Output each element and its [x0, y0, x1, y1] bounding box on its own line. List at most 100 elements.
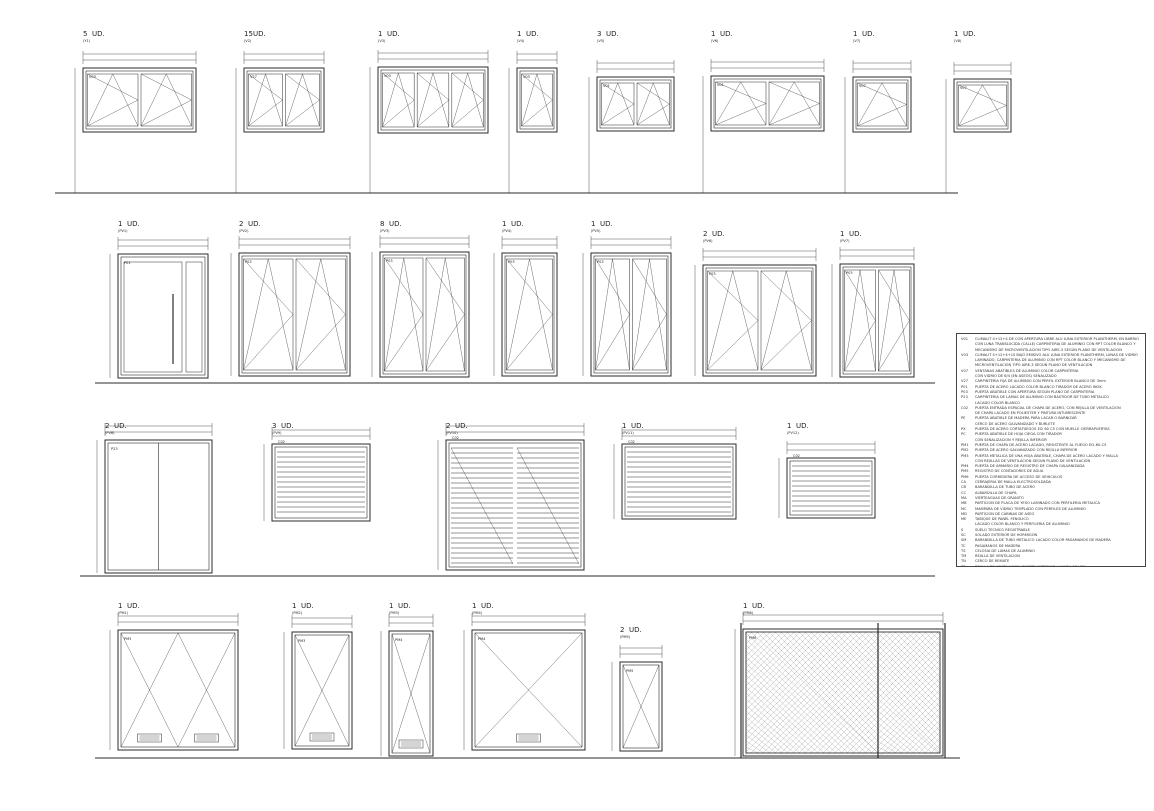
mesh-line — [745, 746, 759, 754]
unit-ud-label: UD. — [606, 30, 619, 38]
inner-frame — [624, 446, 734, 517]
unit-ud-label: UD. — [387, 30, 400, 38]
mesh-line — [877, 656, 941, 720]
opening-line — [529, 258, 553, 371]
opening-line — [248, 73, 266, 127]
element-code: P01 — [124, 261, 131, 265]
unit-ud-label: UD. — [253, 30, 266, 38]
inner-frame — [85, 70, 194, 130]
legend-text: LAMINADO, CARPINTERIA DE ALUMINIO CON RP… — [975, 358, 1126, 363]
unit-ud-label: UD. — [963, 30, 976, 38]
mesh-line — [745, 631, 765, 651]
legend-text: PUERTA CORREDERA DE ACCESO DE VEHICULOS — [975, 474, 1063, 479]
opening-line — [612, 258, 630, 371]
opening-line — [417, 72, 449, 101]
inner-frame — [380, 69, 486, 131]
unit-tag: (PV5) — [591, 229, 601, 233]
unit-qty: 1 — [954, 30, 958, 38]
element-code: V07 — [960, 86, 967, 90]
opening-line — [595, 258, 630, 315]
opening-line — [521, 99, 553, 127]
mesh-line — [864, 739, 879, 754]
mesh-line — [877, 746, 891, 754]
mesh-line — [745, 631, 771, 657]
unit-qty: 1 — [502, 220, 506, 228]
mesh-line — [877, 641, 941, 705]
legend-text: PASAMANOS DE MADERA — [975, 543, 1021, 548]
unit-qty: 1 — [378, 30, 382, 38]
legend-code: SC — [961, 532, 966, 537]
mesh-line — [882, 695, 941, 754]
inner-frame — [705, 267, 814, 374]
unit-ud-label: UD. — [92, 30, 105, 38]
outer-frame — [786, 457, 876, 519]
element-code: C02 — [793, 454, 800, 458]
unit-qty: 1 — [118, 220, 122, 228]
legend-text: PUERTA ABATIBLE CON APERTURA SEGUN PLANO… — [975, 389, 1095, 394]
opening-line — [451, 72, 484, 101]
opening-line — [425, 257, 465, 315]
legend-text: REGISTRO DE CONTADORES DE AGUA — [975, 469, 1044, 474]
unit-ud-label: UD. — [862, 30, 875, 38]
unit-tag: (PV3) — [380, 229, 390, 233]
unit-ud-label: UD. — [127, 220, 140, 228]
element-code: P03 — [508, 260, 515, 264]
outer-frame — [117, 629, 239, 751]
legend-code: P03 — [961, 389, 968, 394]
mesh-line — [745, 631, 801, 687]
opening-line — [417, 99, 449, 128]
opening-line — [243, 258, 294, 315]
element-code: C02 — [278, 440, 285, 444]
opening-line — [707, 270, 733, 371]
unit-tag: (PV10) — [446, 431, 458, 435]
opening-line — [416, 72, 434, 128]
unit-qty: 1 — [622, 422, 626, 430]
legend-text: CON REJILLAS DE VENTILACION SEGUN PLANO … — [975, 458, 1091, 463]
unit-tag: (PV1) — [118, 229, 128, 233]
cross-line — [294, 634, 350, 747]
legend-code: PE — [961, 416, 966, 421]
mesh-line — [762, 637, 879, 754]
outer-frame — [501, 252, 558, 377]
mesh-line — [877, 710, 927, 754]
unit-tag: (V2) — [244, 39, 252, 43]
opening-line — [768, 103, 820, 126]
legend-text: BARANDILLA DE TUBO DE ACERO — [975, 485, 1035, 490]
opening-line — [382, 72, 415, 101]
mesh-line — [745, 638, 867, 754]
opening-line — [601, 82, 635, 105]
unit-qty: 1 — [517, 30, 521, 38]
mesh-line — [745, 631, 861, 747]
legend-text: PUERTA METALICA DE UNA HOJA ABATIBLE, CH… — [975, 453, 1119, 458]
unit-ud-label: UD. — [127, 602, 140, 610]
legend-text: CARPINTERIA FIJA DE ALUMINIO CON PERFIL … — [975, 379, 1106, 384]
mesh-line — [745, 631, 783, 669]
opening-line — [445, 257, 465, 372]
legend-code: S — [961, 527, 964, 532]
mesh-line — [877, 659, 941, 723]
mesh-line — [877, 671, 941, 735]
mesh-line — [877, 650, 941, 714]
element-code: P23 — [111, 447, 118, 451]
opening-line — [732, 270, 759, 371]
outer-frame — [377, 66, 489, 134]
unit-tag: (V5) — [597, 39, 605, 43]
mesh-line — [774, 649, 879, 754]
unit-tag: (PM6) — [743, 611, 754, 615]
mesh-line — [877, 677, 941, 741]
unit-qty: 1 — [787, 422, 791, 430]
opening-line — [632, 258, 650, 371]
mesh-line — [877, 665, 941, 729]
unit-qty: 1 — [118, 602, 122, 610]
mesh-line — [828, 703, 879, 754]
unit-tag: (V6) — [711, 39, 719, 43]
legend-text: PUERTA DE ARMARIO DE REGISTRO DE CHAPA G… — [975, 464, 1085, 469]
